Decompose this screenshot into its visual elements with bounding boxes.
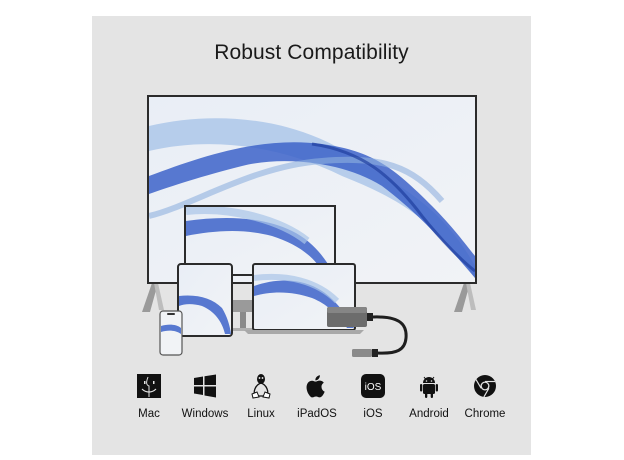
page-title: Robust Compatibility — [214, 41, 409, 64]
android-icon — [420, 376, 438, 398]
os-item-ios: iOS iOS — [346, 372, 400, 420]
os-item-android: Android — [402, 372, 456, 420]
apple-icon — [306, 375, 325, 398]
os-compatibility-list: Mac Windows Linux — [122, 372, 512, 420]
tv-stand-right — [454, 283, 476, 312]
ios-icon: iOS — [361, 374, 385, 398]
os-label: Windows — [181, 408, 229, 420]
svg-text:iOS: iOS — [365, 382, 382, 393]
tux-icon — [251, 374, 271, 399]
compatibility-panel: Robust Compatibility — [92, 16, 531, 455]
chrome-icon — [474, 375, 496, 398]
finder-icon — [137, 374, 161, 398]
phone — [159, 310, 183, 356]
tv-stand-left — [142, 283, 164, 312]
os-label: iPadOS — [297, 408, 337, 420]
os-label: iOS — [363, 408, 383, 420]
os-item-linux: Linux — [234, 372, 288, 420]
tablet — [177, 263, 233, 337]
os-item-mac: Mac — [122, 372, 176, 420]
os-item-ipados: iPadOS — [290, 372, 344, 420]
devices-illustration — [142, 95, 477, 357]
os-item-chrome: Chrome — [458, 372, 512, 420]
os-label: Mac — [138, 408, 160, 420]
os-label: Chrome — [464, 408, 506, 420]
os-label: Linux — [247, 408, 275, 420]
os-label: Android — [409, 408, 449, 420]
os-item-windows: Windows — [178, 372, 232, 420]
usb-c-hdmi-adapter — [327, 307, 408, 357]
windows-icon — [194, 374, 216, 398]
